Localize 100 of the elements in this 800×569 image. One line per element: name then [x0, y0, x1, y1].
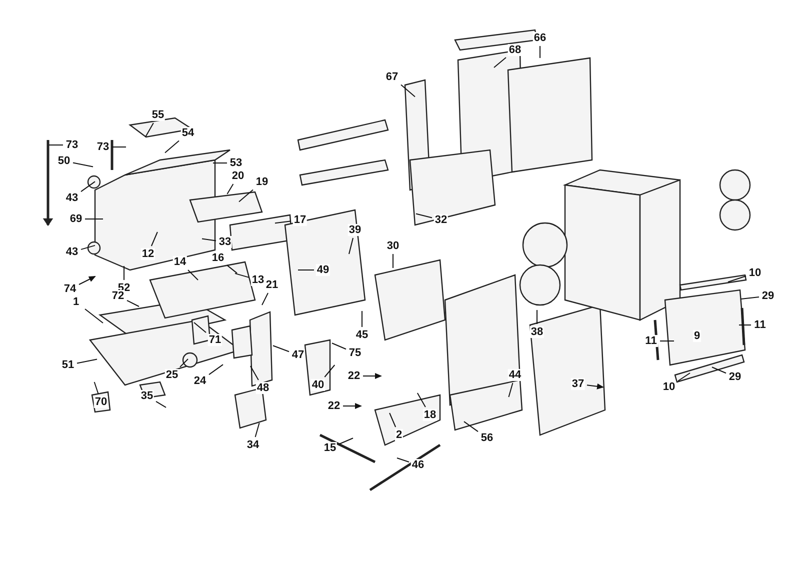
callout-number: 55 [150, 109, 166, 121]
leader-line [392, 254, 394, 268]
callout-number: 73 [96, 141, 110, 153]
leader-line [226, 264, 238, 274]
callout-number: 19 [254, 176, 270, 188]
callout-number: 39 [348, 224, 362, 236]
leader-line [238, 189, 254, 202]
leader-line [48, 144, 64, 146]
callout-number: 40 [310, 379, 326, 391]
leader-line [389, 412, 396, 428]
leader-line [738, 324, 752, 326]
leader-line [494, 57, 506, 68]
leader-line [112, 146, 126, 148]
callout-number: 18 [422, 409, 438, 421]
callout-number: 9 [692, 330, 702, 342]
callout-number: 66 [532, 32, 548, 44]
callout-number: 74 [62, 283, 78, 295]
leader-line [150, 232, 158, 246]
callout-number: 17 [292, 214, 308, 226]
callout-number: 25 [164, 369, 180, 381]
leader-line [416, 392, 426, 408]
leader-line [226, 184, 234, 194]
callout-number: 11 [644, 335, 658, 347]
callout-number: 54 [180, 127, 196, 139]
callout-number: 16 [210, 252, 226, 264]
leader-line [348, 238, 354, 254]
callout-number: 29 [760, 290, 776, 302]
callout-number: 47 [290, 349, 306, 361]
leader-line [202, 238, 216, 242]
leader-line [400, 84, 416, 98]
leader-line [76, 358, 98, 364]
callout-number: 33 [218, 236, 232, 248]
leader-line [274, 220, 292, 224]
callout-number: 43 [64, 192, 80, 204]
leader-line [72, 162, 94, 168]
leader-line [208, 364, 224, 376]
callout-number: 50 [56, 155, 72, 167]
callout-number: 10 [748, 267, 762, 279]
leader-line [678, 372, 690, 382]
leader-line [94, 382, 99, 394]
leader-line [508, 382, 514, 398]
leader-line [262, 292, 268, 306]
callout-number: 46 [410, 459, 426, 471]
callout-number: 29 [728, 371, 742, 383]
leader-line [78, 276, 96, 285]
callout-number: 51 [60, 359, 76, 371]
callout-number: 71 [208, 334, 222, 346]
callout-number: 34 [246, 439, 260, 451]
callout-number: 72 [110, 290, 126, 302]
callout-number: 1 [72, 296, 80, 308]
leader-line [324, 364, 336, 378]
leader-line [144, 122, 154, 138]
callout-number: 2 [394, 429, 404, 441]
leader-line [188, 270, 198, 280]
callout-number: 32 [434, 214, 448, 226]
leader-line [126, 300, 140, 307]
leader-line [464, 421, 478, 432]
leader-line [234, 272, 250, 278]
callout-number: 45 [354, 329, 370, 341]
callout-number: 49 [316, 264, 330, 276]
leader-line [250, 366, 259, 380]
callout-number: 24 [192, 375, 208, 387]
callout-number: 67 [384, 71, 400, 83]
callout-number: 73 [64, 139, 80, 151]
callout-number: 56 [480, 432, 494, 444]
leader-line [272, 345, 290, 352]
callout-number: 35 [140, 390, 154, 402]
leader-line [740, 296, 760, 300]
leader-line [362, 373, 382, 379]
leader-line [338, 438, 354, 445]
leader-line [396, 458, 410, 462]
callout-number: 14 [172, 256, 188, 268]
callout-number: 30 [386, 240, 400, 252]
callout-number: 22 [326, 400, 342, 412]
callout-number: 10 [662, 381, 676, 393]
leader-line [80, 244, 96, 250]
callout-number: 69 [68, 213, 84, 225]
leader-line [712, 366, 726, 374]
callout-number: 75 [348, 347, 362, 359]
callout-number: 68 [508, 44, 522, 56]
leader-line [332, 342, 346, 350]
leader-line [728, 276, 746, 282]
leader-line [194, 322, 206, 333]
callout-number: 48 [256, 382, 270, 394]
callout-number: 20 [230, 170, 246, 182]
callout-number: 38 [530, 326, 544, 338]
callout-number: 21 [264, 279, 280, 291]
callout-number: 43 [64, 246, 80, 258]
callout-number: 37 [570, 378, 586, 390]
callout-number: 11 [753, 319, 767, 331]
leader-line [84, 308, 104, 324]
callout-number: 15 [322, 442, 338, 454]
callout-number: 12 [140, 248, 156, 260]
leader-line [212, 162, 228, 164]
leader-line [180, 358, 188, 368]
leader-line [536, 310, 538, 324]
leader-line [80, 181, 96, 192]
leader-line [254, 422, 260, 438]
leader-line [660, 340, 674, 342]
callout-number: 22 [346, 370, 362, 382]
